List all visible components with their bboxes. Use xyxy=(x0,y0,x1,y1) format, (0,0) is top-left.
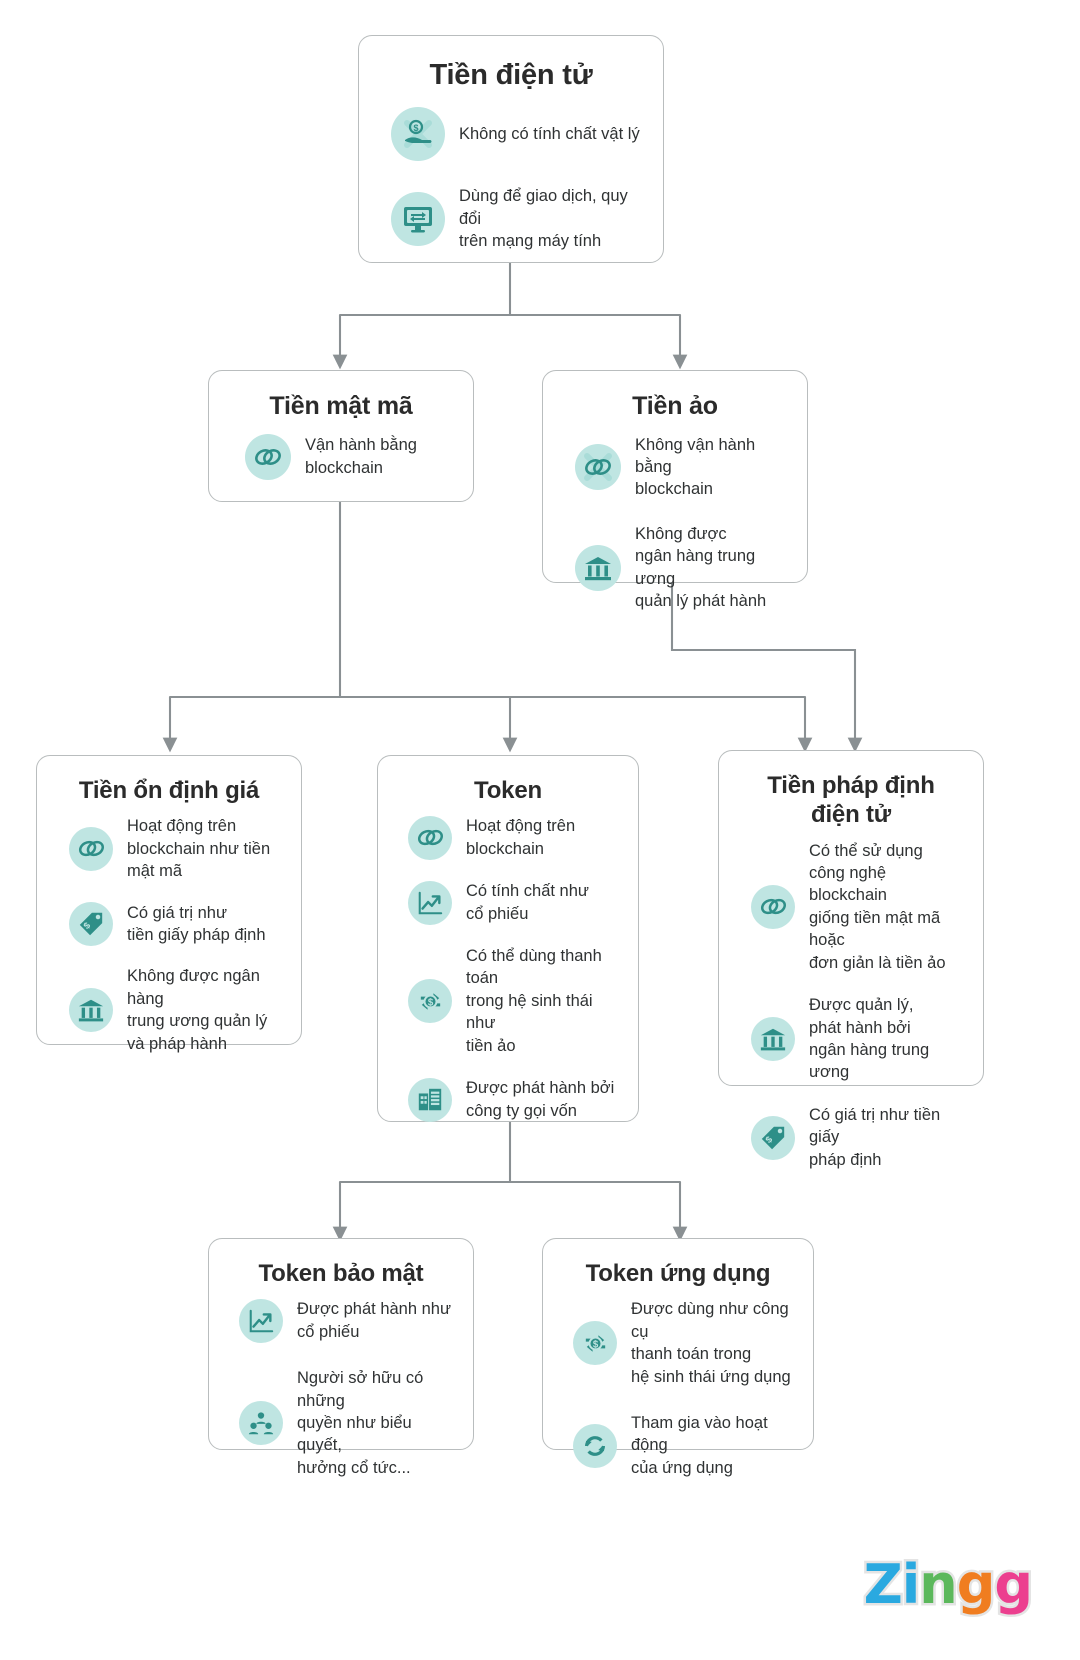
bullet-item: Được phát hành bởi công ty gọi vốn xyxy=(408,1077,620,1122)
bullet-text: Có tính chất như cổ phiếu xyxy=(466,882,589,923)
bullet-text: Có thể sử dụng công nghệ blockchain giốn… xyxy=(809,841,946,972)
logo-letter-i: i xyxy=(899,1553,922,1616)
node-token-bao-mat[interactable]: Token bảo mật Được phát hành như cổ phiế… xyxy=(208,1238,474,1477)
bullet-item: Hoạt động trên blockchain như tiền mật m… xyxy=(69,815,283,882)
bank-icon xyxy=(69,988,113,1033)
bullet-item: Được quản lý, phát hành bởi ngân hàng tr… xyxy=(751,994,965,1084)
bullet-text: Hoạt động trên blockchain như tiền mật m… xyxy=(127,817,271,881)
monitor-exchange-icon xyxy=(391,192,445,247)
bullet-text: Không được ngân hàng trung ương quản lý … xyxy=(635,524,767,611)
node-title: Tiền mật mã xyxy=(269,392,413,420)
bullet-text: Được quản lý, phát hành bởi ngân hàng tr… xyxy=(809,996,930,1082)
price-tag-icon: $ xyxy=(751,1115,795,1160)
hand-coin-icon: $ xyxy=(391,107,445,162)
bullet-text: Không được ngân hàng trung ương quản lý … xyxy=(127,967,268,1053)
bullet-text: Có giá trị như tiền giấy pháp định xyxy=(127,903,266,945)
node-title: Token ứng dụng xyxy=(585,1260,771,1287)
bullet-item: Tham gia vào hoạt động của ứng dụng xyxy=(573,1412,795,1479)
node-title: Tiền ảo xyxy=(632,392,718,420)
bullet-item: Có thể sử dụng công nghệ blockchain giốn… xyxy=(751,840,965,975)
bullet-item: Không được ngân hàng trung ương quản lý … xyxy=(69,965,283,1055)
logo-letter-n: n xyxy=(917,1553,961,1616)
node-token[interactable]: Token Hoạt động trên blockchain xyxy=(377,755,639,1122)
node-title: Tiền điện tử xyxy=(429,59,593,91)
node-tien-ao[interactable]: Tiền ảo Không vận hành bằng blockchain xyxy=(542,370,808,610)
bullet-item: $ Có thể dùng thanh toán trong hệ sinh t… xyxy=(408,945,620,1057)
refresh-cycle-icon xyxy=(573,1423,617,1468)
node-title: Tiền ổn định giá xyxy=(78,777,260,804)
bullet-text: Có thể dùng thanh toán trong hệ sinh thá… xyxy=(466,947,602,1055)
svg-text:$: $ xyxy=(82,920,93,931)
bullet-text: Được phát hành bởi công ty gọi vốn xyxy=(466,1079,615,1120)
blockchain-link-icon xyxy=(245,433,291,480)
bullet-item: $ Không có tính chất vật lý xyxy=(391,107,645,162)
logo-letter-z: Z xyxy=(861,1553,905,1616)
bullet-item: Có tính chất như cổ phiếu xyxy=(408,880,620,925)
blockchain-link-icon xyxy=(408,815,452,860)
bullet-text: Dùng để giao dịch, quy đổi trên mạng máy… xyxy=(459,187,628,251)
bullet-text: Được dùng như công cụ thanh toán trong h… xyxy=(631,1300,791,1386)
bullet-text: Người sở hữu có những quyền như biểu quy… xyxy=(297,1369,424,1477)
node-title: Token bảo mật xyxy=(258,1260,424,1287)
bullet-text: Vận hành bằng blockchain xyxy=(305,436,417,477)
logo-letter-g1: g xyxy=(954,1553,998,1616)
price-tag-icon: $ xyxy=(69,902,113,947)
bank-icon xyxy=(751,1017,795,1062)
company-building-icon xyxy=(408,1077,452,1122)
bank-icon xyxy=(575,544,621,591)
bullet-item: Không vận hành bằng blockchain xyxy=(575,434,789,501)
node-tien-dien-tu[interactable]: Tiền điện tử $ Không có tính chất vật lý xyxy=(358,35,664,263)
payment-exchange-icon: $ xyxy=(408,979,452,1024)
logo-letter-g2: g xyxy=(992,1553,1036,1616)
svg-text:$: $ xyxy=(427,997,433,1008)
payment-exchange-icon: $ xyxy=(573,1321,617,1366)
blockchain-link-icon xyxy=(69,826,113,871)
bullet-item: Hoạt động trên blockchain xyxy=(408,815,620,860)
blockchain-link-crossed-icon xyxy=(575,444,621,491)
bullet-text: Không vận hành bằng blockchain xyxy=(635,435,756,499)
bullet-item: Được phát hành như cổ phiếu xyxy=(239,1298,455,1343)
bullet-item: $ Có giá trị như tiền giấy pháp định xyxy=(751,1104,965,1171)
bullet-text: Tham gia vào hoạt động của ứng dụng xyxy=(631,1414,768,1477)
bullet-item: $ Có giá trị như tiền giấy pháp định xyxy=(69,902,283,947)
node-tien-phap-dinh-dien-tu[interactable]: Tiền pháp định điện tử Có thể sử dụng cô… xyxy=(718,750,984,1169)
bullet-item: Vận hành bằng blockchain xyxy=(245,433,455,480)
svg-text:$: $ xyxy=(764,1133,775,1144)
blockchain-link-icon xyxy=(751,884,795,929)
node-tien-on-dinh-gia[interactable]: Tiền ổn định giá Hoạt động trên blockcha… xyxy=(36,755,302,1053)
node-title: Tiền pháp định điện tử xyxy=(767,772,935,829)
bullet-text: Hoạt động trên blockchain xyxy=(466,817,576,858)
bullet-item: Người sở hữu có những quyền như biểu quy… xyxy=(239,1367,455,1479)
bullet-text: Không có tính chất vật lý xyxy=(459,125,640,144)
bullet-item: Không được ngân hàng trung ương quản lý … xyxy=(575,523,789,613)
node-tien-mat-ma[interactable]: Tiền mật mã Vận hành bằng blockchain xyxy=(208,370,474,502)
zing-logo: Zingg xyxy=(861,1555,1035,1614)
node-token-ung-dung[interactable]: Token ứng dụng $ Được dùng như công cụ t… xyxy=(542,1238,814,1477)
growth-chart-icon xyxy=(239,1298,283,1343)
growth-chart-icon xyxy=(408,880,452,925)
node-title: Token xyxy=(474,777,542,804)
svg-text:$: $ xyxy=(592,1339,598,1350)
svg-text:$: $ xyxy=(413,123,418,133)
bullet-item: $ Được dùng như công cụ thanh toán trong… xyxy=(573,1298,795,1388)
bullet-text: Được phát hành như cổ phiếu xyxy=(297,1300,452,1341)
bullet-text: Có giá trị như tiền giấy pháp định xyxy=(809,1105,941,1169)
people-group-icon xyxy=(239,1401,283,1446)
bullet-item: Dùng để giao dịch, quy đổi trên mạng máy… xyxy=(391,185,645,252)
